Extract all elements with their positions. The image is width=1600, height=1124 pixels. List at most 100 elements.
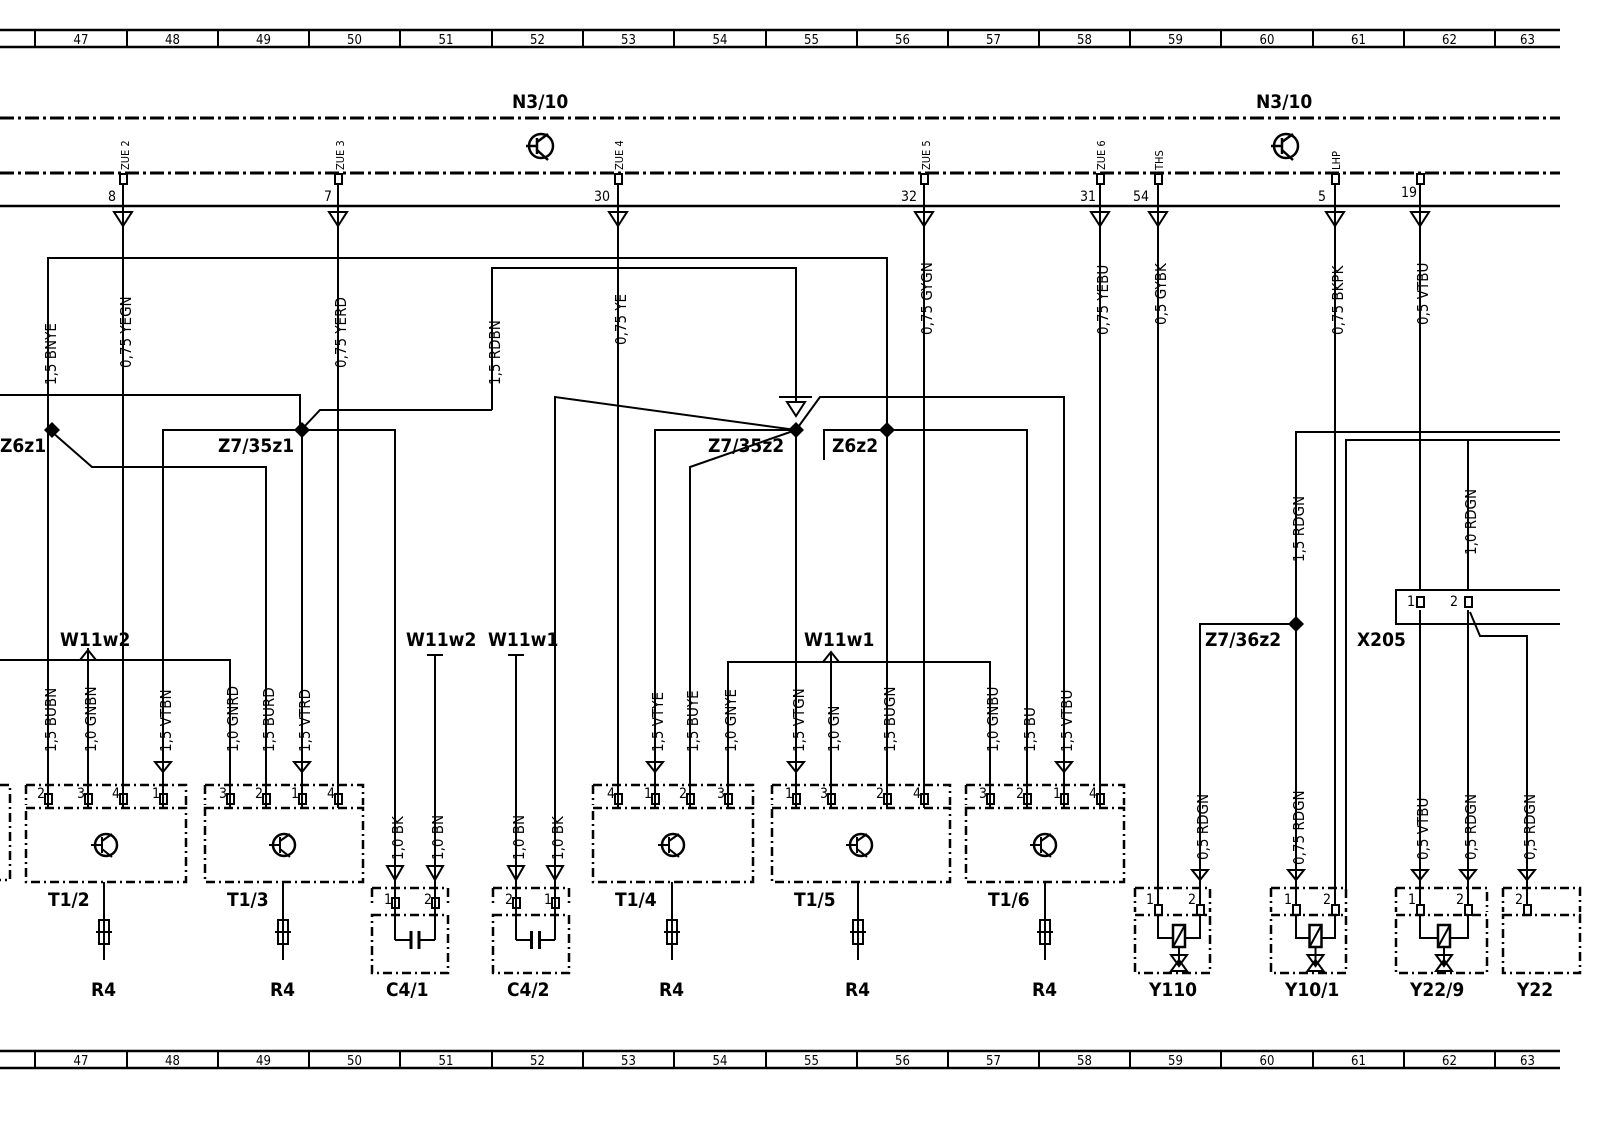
splice-label: Z6z2 <box>832 435 878 457</box>
svg-text:1,5 BNYE: 1,5 BNYE <box>42 323 60 385</box>
svg-text:1,5 VTGN: 1,5 VTGN <box>790 688 808 752</box>
splice-label: Z7/36z2 <box>1205 629 1281 651</box>
svg-text:1,0 BK: 1,0 BK <box>389 815 407 860</box>
svg-text:1,5 BU: 1,5 BU <box>1021 707 1039 752</box>
svg-text:2: 2 <box>1323 892 1331 908</box>
harness-label: W11w2 <box>60 629 130 651</box>
component-label: C4/2 <box>507 979 550 1001</box>
ground-label: R4 <box>91 979 116 1001</box>
ruler-number: 47 <box>74 33 89 48</box>
svg-text:3: 3 <box>979 786 987 802</box>
ruler-number: 54 <box>713 1054 728 1069</box>
svg-text:5: 5 <box>1318 189 1326 205</box>
component-label: T1/6 <box>988 889 1030 911</box>
svg-text:0,5 VTBU: 0,5 VTBU <box>1414 263 1432 325</box>
svg-text:0,75 YEGN: 0,75 YEGN <box>117 296 135 368</box>
svg-text:0,75 YE: 0,75 YE <box>612 294 630 345</box>
ruler-number: 61 <box>1351 1054 1366 1069</box>
svg-text:1,5 VTRD: 1,5 VTRD <box>296 689 314 752</box>
svg-text:2: 2 <box>424 892 432 908</box>
transistor-icon <box>846 832 874 858</box>
control-unit-n3-10: N3/10 N3/10 <box>0 91 1560 175</box>
ruler-number: 60 <box>1260 33 1275 48</box>
ecu-pin: ZUE 4 30 <box>594 140 629 228</box>
svg-text:1: 1 <box>644 786 652 802</box>
harness-label: W11w1 <box>804 629 874 651</box>
ruler-number: 59 <box>1168 33 1183 48</box>
svg-text:1: 1 <box>1146 892 1154 908</box>
ruler-number: 56 <box>895 33 910 48</box>
svg-text:2: 2 <box>876 786 884 802</box>
svg-text:54: 54 <box>1133 189 1149 205</box>
ruler-number: 48 <box>165 33 180 48</box>
svg-text:2: 2 <box>37 786 45 802</box>
svg-text:ZUE 4: ZUE 4 <box>613 140 626 170</box>
svg-text:1,5 RDBN: 1,5 RDBN <box>486 320 504 385</box>
svg-text:0,5 RDGN: 0,5 RDGN <box>1521 794 1539 860</box>
svg-text:1,5 RDGN: 1,5 RDGN <box>1290 496 1308 562</box>
svg-text:0,75 RDGN: 0,75 RDGN <box>1290 790 1308 865</box>
svg-text:2: 2 <box>1188 892 1196 908</box>
svg-text:2: 2 <box>1515 892 1523 908</box>
ecu-pin: 19 <box>1401 173 1431 228</box>
svg-text:1,5 BUGN: 1,5 BUGN <box>881 687 899 752</box>
svg-text:32: 32 <box>901 189 917 205</box>
lower-wire-labels: 1,5 BUBN 1,0 GNBN 1,5 VTBN 1,0 GNRD 1,5 … <box>42 686 1539 865</box>
svg-text:1: 1 <box>1284 892 1292 908</box>
transistor-icon <box>1271 132 1300 161</box>
component-label: T1/5 <box>794 889 836 911</box>
component-label: T1/3 <box>227 889 269 911</box>
svg-text:1: 1 <box>291 786 299 802</box>
ruler-number: 60 <box>1260 1054 1275 1069</box>
splice-label: Z6z1 <box>0 435 46 457</box>
ruler-number: 50 <box>347 1054 362 1069</box>
transistor-icon <box>658 832 686 858</box>
ecu-pins: ZUE 2 8 ZUE 3 7 ZUE 4 30 ZUE 5 32 <box>108 140 1431 228</box>
ruler-number: 50 <box>347 33 362 48</box>
svg-text:3: 3 <box>219 786 227 802</box>
component-label: Y110 <box>1148 979 1197 1001</box>
wires <box>0 226 1560 905</box>
ruler-number: 58 <box>1077 33 1092 48</box>
svg-text:3: 3 <box>820 786 828 802</box>
svg-text:4: 4 <box>607 786 615 802</box>
controller-label-1: N3/10 <box>512 91 568 113</box>
ruler-number: 58 <box>1077 1054 1092 1069</box>
svg-text:ZUE 6: ZUE 6 <box>1095 140 1108 170</box>
svg-text:2: 2 <box>505 892 513 908</box>
connector-x205: 1 2 X205 <box>1357 589 1560 651</box>
svg-text:0,5 RDGN: 0,5 RDGN <box>1194 794 1212 860</box>
transistor-icon <box>526 132 555 161</box>
svg-text:1: 1 <box>1408 892 1416 908</box>
svg-text:4: 4 <box>913 786 921 802</box>
svg-text:19: 19 <box>1401 185 1417 201</box>
svg-text:2: 2 <box>1456 892 1464 908</box>
ruler-number: 57 <box>986 1054 1001 1069</box>
svg-text:4: 4 <box>1089 786 1097 802</box>
ecu-pin: ZUE 2 8 <box>108 140 134 228</box>
svg-text:3: 3 <box>717 786 725 802</box>
svg-text:ZUE 2: ZUE 2 <box>119 140 132 170</box>
svg-text:1: 1 <box>384 892 392 908</box>
transistor-icon <box>91 832 119 858</box>
svg-text:1,0 GN: 1,0 GN <box>825 706 843 752</box>
svg-text:0,75 YERD: 0,75 YERD <box>332 297 350 368</box>
harness-label: W11w2 <box>406 629 476 651</box>
svg-text:2: 2 <box>1450 594 1458 610</box>
svg-text:1,5 BUYE: 1,5 BUYE <box>684 690 702 752</box>
connector-label: X205 <box>1357 629 1406 651</box>
ecu-pin: THS 54 <box>1133 150 1169 228</box>
ruler-number: 62 <box>1442 33 1457 48</box>
ruler-number: 51 <box>439 33 454 48</box>
component-label: T1/4 <box>615 889 657 911</box>
